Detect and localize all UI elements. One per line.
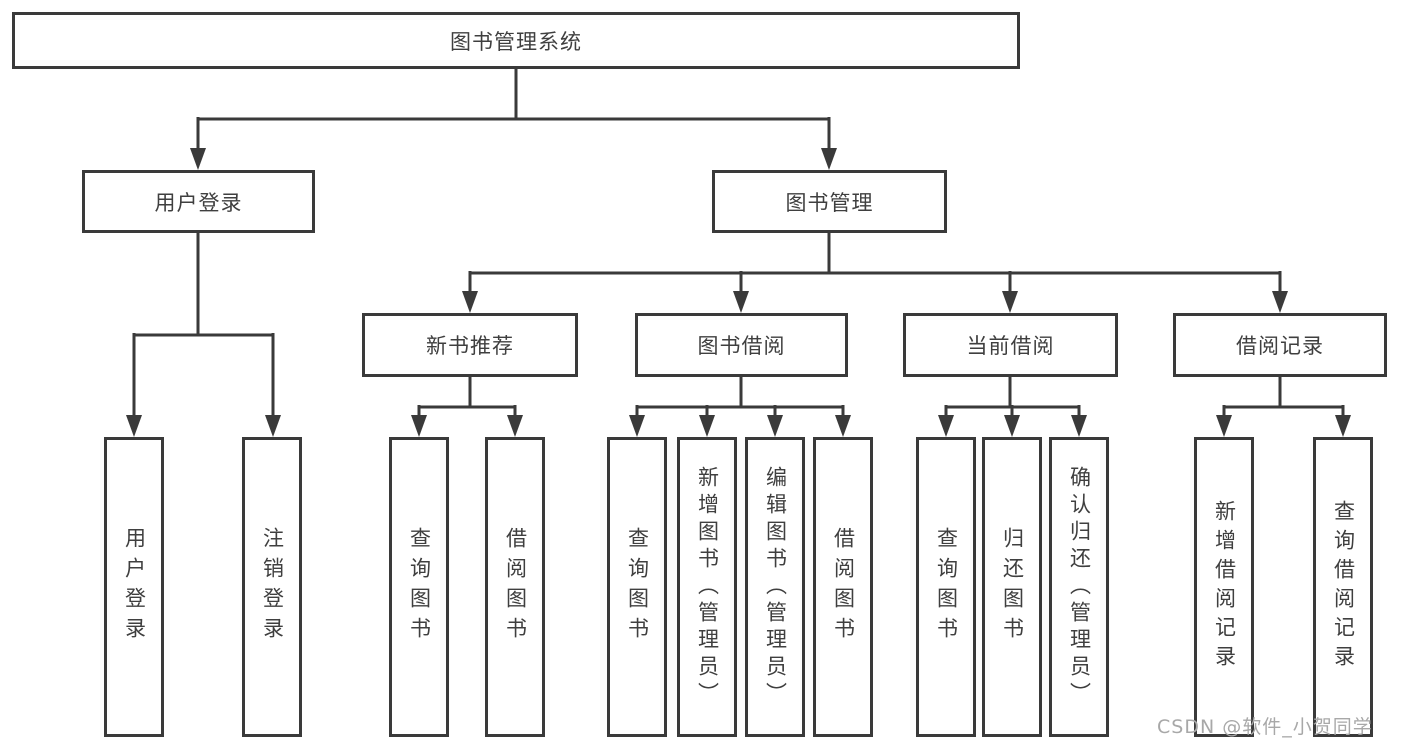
leaf-user-login-label: 用户登录 [122, 527, 147, 647]
node-borrow-record-label: 借阅记录 [1236, 334, 1324, 358]
node-new-book-recommend: 新书推荐 [362, 313, 578, 377]
node-current-borrow-label: 当前借阅 [966, 334, 1055, 358]
leaf-edit-book-admin: 编辑图书（管理员） [745, 437, 805, 737]
leaf-logout-label: 注销登录 [260, 527, 285, 647]
node-book-borrow-label: 图书借阅 [697, 334, 786, 358]
leaf-user-login: 用户登录 [104, 437, 164, 737]
node-library-management-system: 图书管理系统 [12, 12, 1020, 69]
node-book-management-label: 图书管理 [785, 190, 874, 215]
node-book-management: 图书管理 [712, 170, 947, 233]
leaf-query-borrow-record: 查询借阅记录 [1313, 437, 1373, 737]
leaf-return-book-label: 归还图书 [1000, 527, 1025, 647]
leaf-borrow-book-1: 借阅图书 [485, 437, 545, 737]
node-user-login-label: 用户登录 [154, 190, 243, 215]
leaf-confirm-return-admin-label: 确认归还（管理员） [1067, 465, 1092, 709]
arrowhead-icons [126, 148, 1351, 437]
node-library-management-system-label: 图书管理系统 [450, 29, 582, 54]
node-borrow-record: 借阅记录 [1173, 313, 1387, 377]
csdn-watermark: CSDN @软件_小贺同学 [1157, 716, 1373, 738]
leaf-query-book-2: 查询图书 [607, 437, 667, 737]
leaf-query-book-1-label: 查询图书 [407, 527, 432, 647]
leaf-borrow-book-1-label: 借阅图书 [503, 527, 528, 647]
node-current-borrow: 当前借阅 [903, 313, 1118, 377]
leaf-add-book-admin: 新增图书（管理员） [677, 437, 737, 737]
leaf-return-book: 归还图书 [982, 437, 1042, 737]
leaf-query-book-2-label: 查询图书 [625, 527, 650, 647]
node-book-borrow: 图书借阅 [635, 313, 848, 377]
node-user-login: 用户登录 [82, 170, 315, 233]
leaf-query-book-3: 查询图书 [916, 437, 976, 737]
leaf-add-borrow-record: 新增借阅记录 [1194, 437, 1254, 737]
leaf-add-book-admin-label: 新增图书（管理员） [695, 465, 720, 709]
leaf-borrow-book-2-label: 借阅图书 [831, 527, 856, 647]
node-new-book-recommend-label: 新书推荐 [426, 334, 514, 358]
leaf-query-book-1: 查询图书 [389, 437, 449, 737]
leaf-edit-book-admin-label: 编辑图书（管理员） [763, 465, 788, 709]
leaf-add-borrow-record-label: 新增借阅记录 [1212, 500, 1237, 674]
leaf-confirm-return-admin: 确认归还（管理员） [1049, 437, 1109, 737]
leaf-query-book-3-label: 查询图书 [934, 527, 959, 647]
leaf-logout: 注销登录 [242, 437, 302, 737]
leaf-borrow-book-2: 借阅图书 [813, 437, 873, 737]
leaf-query-borrow-record-label: 查询借阅记录 [1331, 500, 1356, 674]
